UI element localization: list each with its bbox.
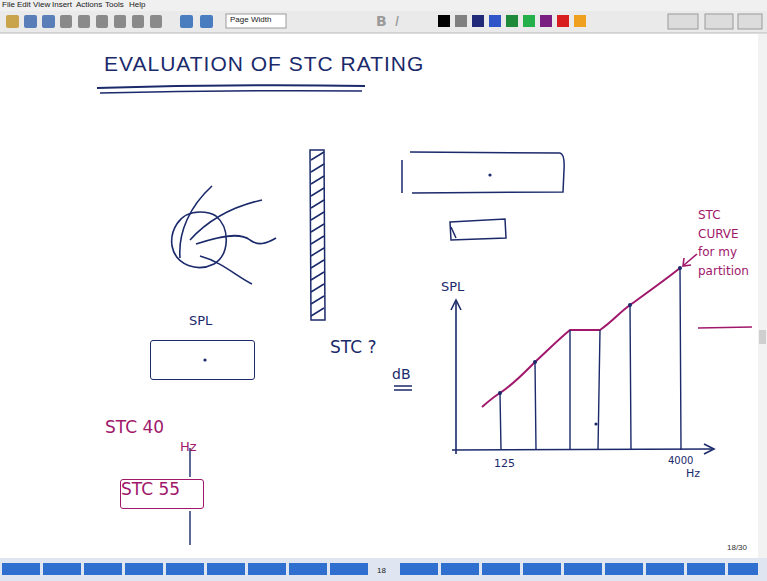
italic-button: I <box>395 13 399 29</box>
menu-item: Help <box>129 0 145 9</box>
page-number: 18 <box>377 566 386 575</box>
menu-item: Edit <box>17 0 31 9</box>
axis-unit: dB <box>392 366 411 382</box>
axis-tick: 4000 <box>668 455 693 467</box>
stc-result-box: STC 55 <box>120 479 204 509</box>
menu-item: Insert <box>52 0 72 9</box>
bold-button: B <box>376 13 387 29</box>
menu-item: View <box>33 0 50 9</box>
unit-label: Hz <box>180 440 197 455</box>
box-heading: SPL <box>189 314 212 329</box>
sound-level-box: SPL <box>150 340 255 380</box>
box-text: STC 55 <box>121 480 203 500</box>
page-count: 18/30 <box>727 543 747 552</box>
zoom-dropdown: Page Width <box>230 15 271 24</box>
axis-label: SPL <box>441 280 464 295</box>
page-title: EVALUATION OF STC RATING <box>104 52 424 76</box>
menu-item: Tools <box>105 0 124 9</box>
axis-tick: 125 <box>494 458 515 471</box>
marker-line <box>189 448 190 545</box>
axis-unit: Hz <box>686 468 700 481</box>
curve-annotation: STC CURVE for my partition <box>698 206 749 280</box>
handwritten-note: STC 40 <box>105 418 164 438</box>
menu-item: Actions <box>76 0 102 9</box>
handwritten-note: STC ? <box>330 338 376 358</box>
menu-item: File <box>2 0 15 9</box>
